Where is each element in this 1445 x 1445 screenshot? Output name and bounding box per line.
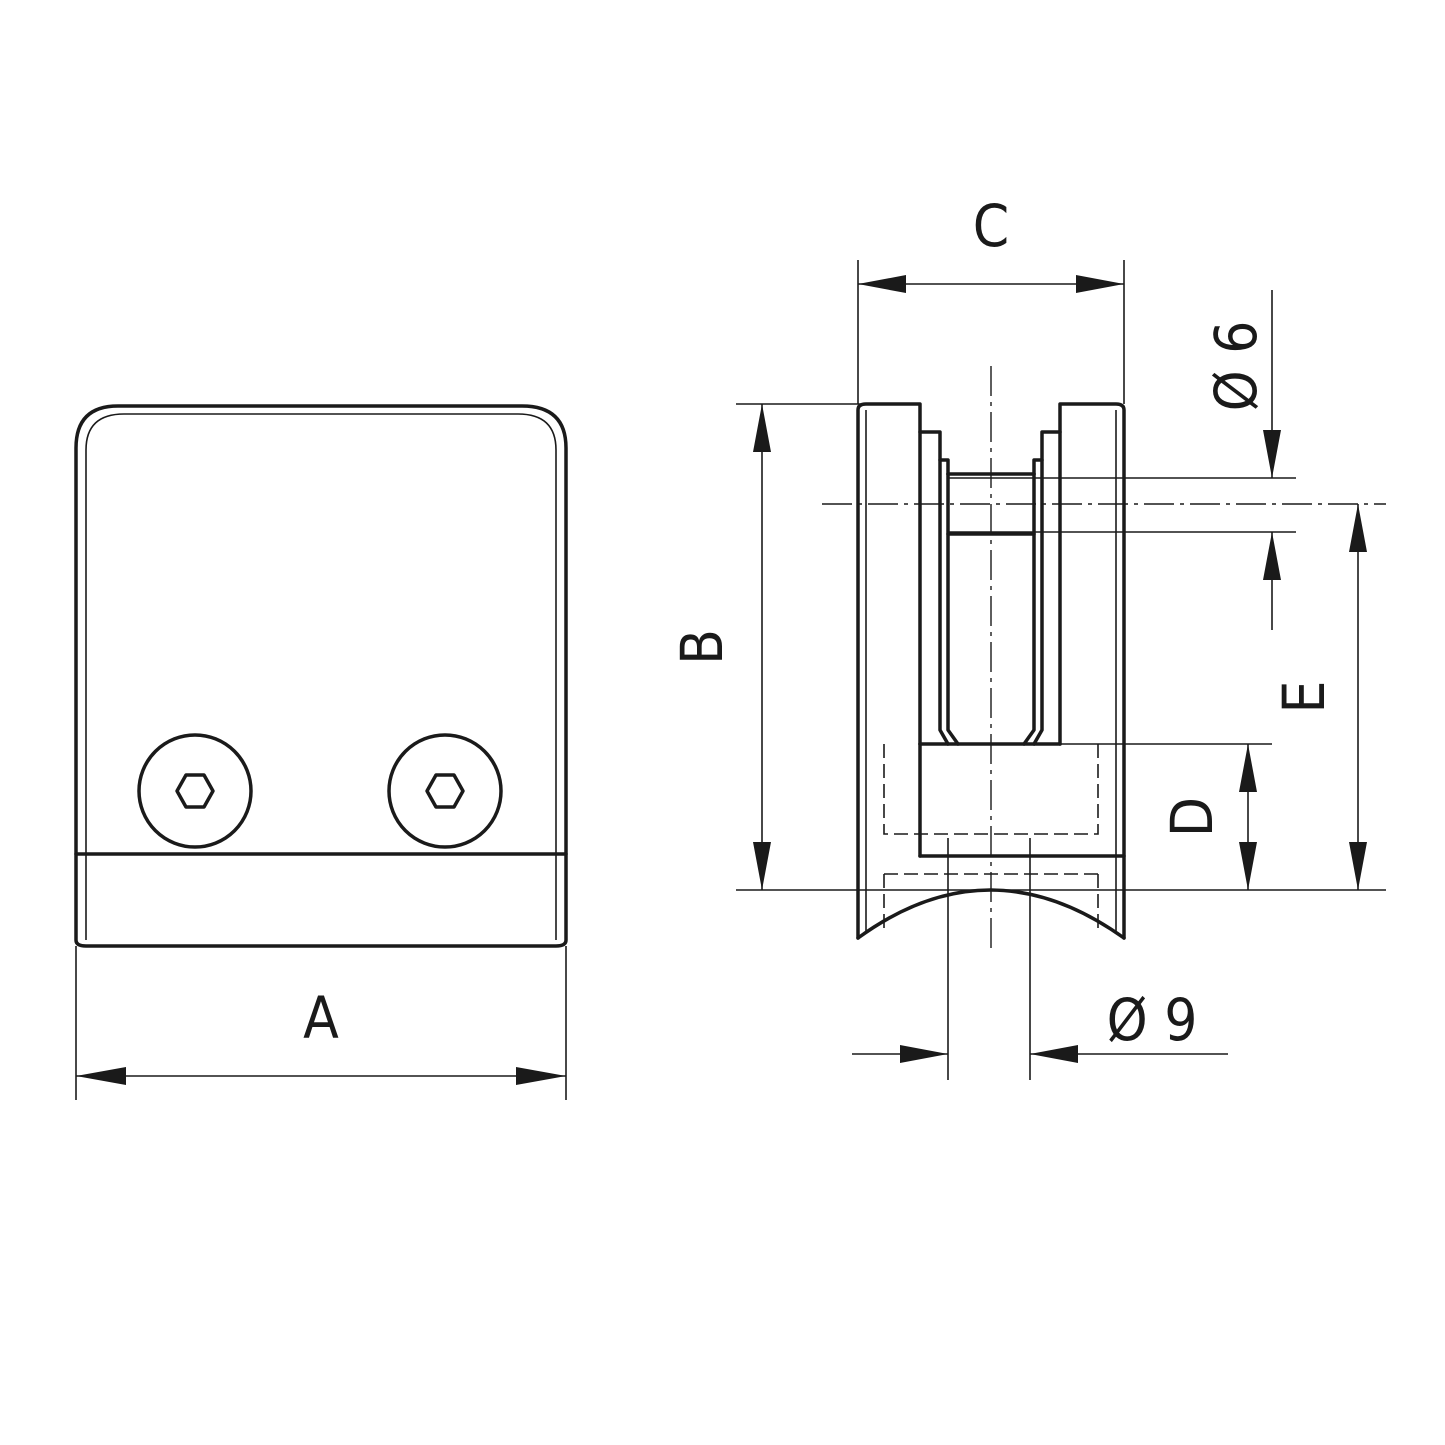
dimension-label-e: E [1270,681,1338,714]
hex-socket-icon [425,773,465,809]
arrowhead [900,1045,948,1063]
hex-socket-icon [175,773,215,809]
arrowhead [1239,842,1257,890]
gasket-left [918,430,950,746]
dimension-d: D [1060,743,1272,890]
dimension-slot-diameter: Ø 9 [852,838,1228,1080]
arrowhead [1076,275,1124,293]
front-view [74,404,568,948]
arrowhead [858,275,906,293]
right-screw [387,733,503,849]
dimension-label-b: B [668,629,736,665]
arrowhead [1030,1045,1078,1063]
dimension-label-a: A [303,984,339,1052]
gasket-right-inner [1022,472,1036,746]
arrowhead [753,404,771,452]
side-view [822,366,1386,952]
dimension-b: B [668,403,1386,891]
dimension-label-hole-diameter: Ø 6 [1202,321,1270,412]
dimension-a: A [75,946,567,1100]
front-view-inner-outline [85,413,557,940]
arrowhead [753,842,771,890]
dimension-label-d: D [1158,797,1226,837]
dimension-label-slot-diameter: Ø 9 [1107,986,1198,1054]
arrowhead [1263,430,1281,478]
arrowhead [1349,842,1367,890]
dimension-label-c: C [973,192,1009,260]
arrowhead [76,1067,126,1085]
arrowhead [1239,744,1257,792]
screw-head-circle [387,733,503,849]
dimension-c: C [857,192,1125,404]
front-view-outline [74,404,568,948]
gasket-right [1032,430,1062,746]
dimension-e: E [1270,504,1367,890]
right-wall-outline [1032,402,1126,940]
hidden-screw-bore [883,744,1099,835]
arrowhead [1263,532,1281,580]
gasket-left-inner [946,472,960,746]
arrowhead [1349,504,1367,552]
screw-head-circle [137,733,253,849]
left-wall-outline [856,402,950,940]
arrowhead [516,1067,566,1085]
left-screw [137,733,253,849]
dimension-hole-diameter: Ø 6 [1202,290,1281,630]
